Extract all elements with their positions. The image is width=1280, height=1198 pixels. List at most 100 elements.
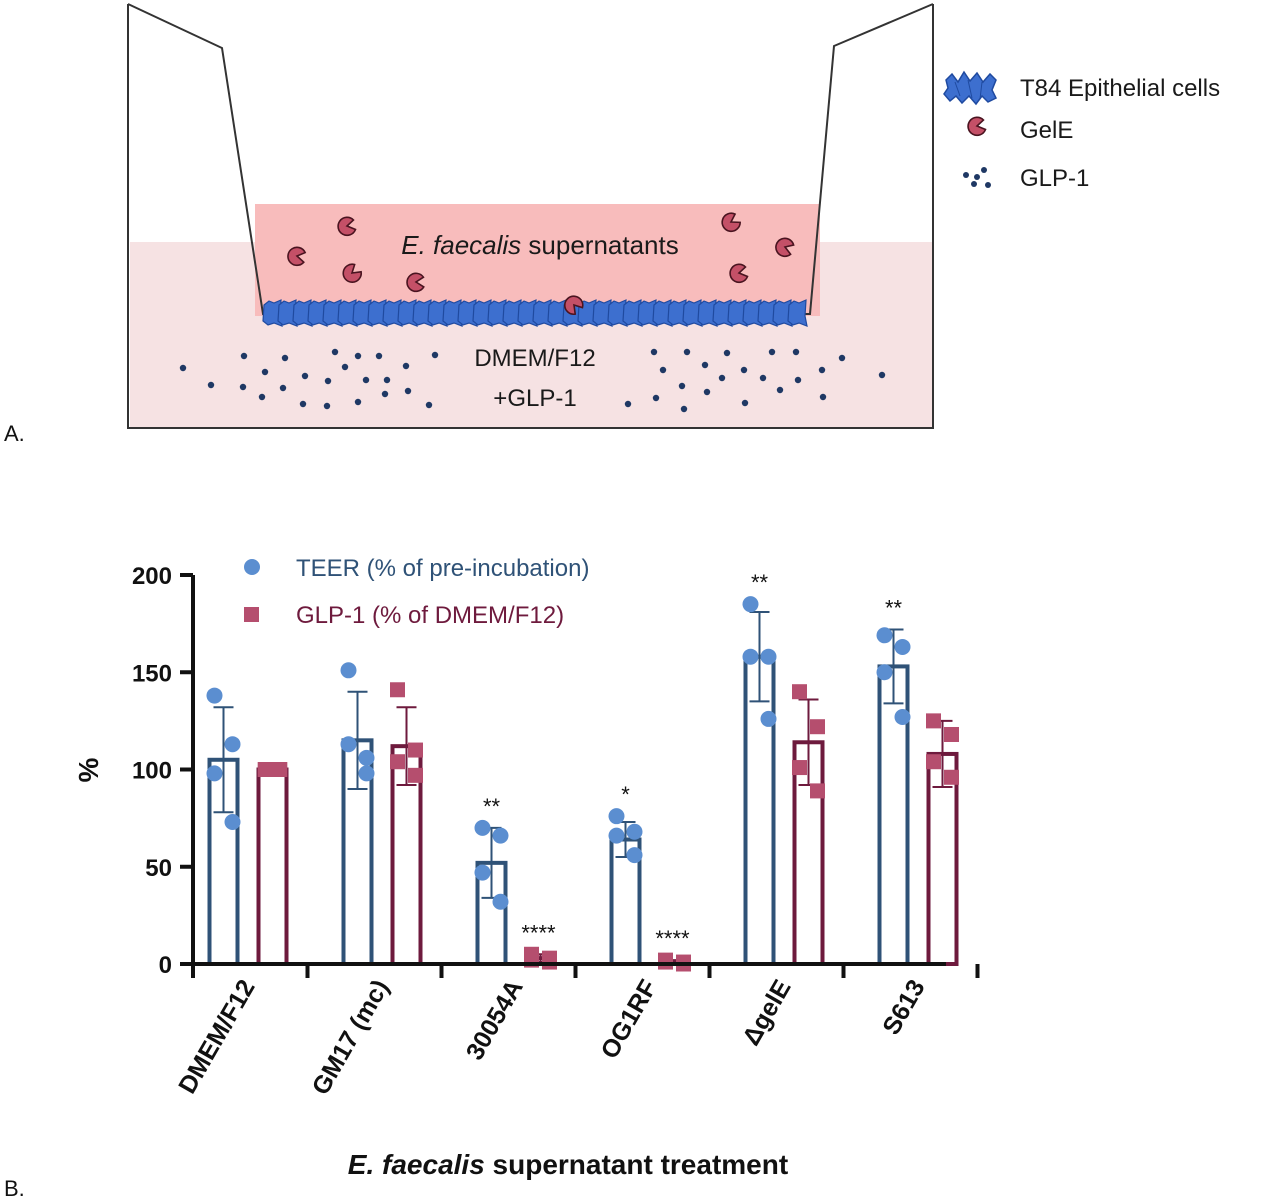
data-point-teer [474,819,491,836]
gele-pacman-icon [967,116,987,137]
y-tick-label: 0 [159,952,172,979]
legend-teer-marker [244,559,260,575]
gele-particle [729,263,749,284]
gele-particle [342,263,362,283]
lower-chamber-label-line1: DMEM/F12 [474,345,595,372]
glp1-dot [258,393,266,401]
glp1-dot [354,398,362,406]
data-point-teer [894,638,911,655]
error-bars-layer [213,610,953,965]
glp1-dot [703,388,711,396]
outer-well-outline [127,4,934,429]
gele-particle [775,237,795,258]
data-point-teer [474,864,491,881]
glp1-dot [741,399,749,407]
glp1-dot [701,361,709,369]
glp1-dot [776,386,784,394]
bar-teer [743,654,776,966]
glp1-dot [383,376,391,384]
upper-chamber-label: E. faecalis supernatants [401,230,679,260]
gele-particle [721,212,741,233]
data-point-teer [206,765,223,782]
data-point-teer [224,814,241,831]
data-point-glp1 [926,713,941,729]
glp1-dot [404,387,412,395]
data-point-teer [760,648,777,665]
legend-glp1-label: GLP-1 [1020,165,1089,192]
glp1-dot [301,372,309,380]
data-point-glp1 [944,769,959,785]
glp1-dot [838,354,846,362]
glp1-dot [624,400,632,408]
glp1-dot [683,348,691,356]
glp1-dot [794,376,802,384]
glp1-dot [323,402,331,410]
glp1-dot [375,352,383,360]
data-point-teer [492,893,509,910]
legend-epithelial-label: T84 Epithelial cells [1020,75,1220,102]
glp1-dot [759,374,767,382]
data-point-teer [358,765,375,782]
legend-gele-label: GelE [1020,117,1073,144]
glp1-dot [425,401,433,409]
data-point-glp1 [390,682,405,698]
significance-label: ** [885,595,903,620]
y-axis-ticks: 0 50 100 150 200 [132,563,193,979]
glp1-dot [279,384,287,392]
significance-label: **** [655,926,690,951]
significance-label: **** [521,920,556,945]
glp1-dot [740,366,748,374]
glp1-dot [650,348,658,356]
glp1-dot [281,354,289,362]
x-tick-label: 30054A [461,975,529,1065]
gele-particle [406,272,425,293]
data-point-glp1 [408,767,423,783]
significance-layer: *************** [483,570,903,951]
x-tick-label: DMEM/F12 [173,975,260,1098]
x-tick-label: OG1RF [595,975,662,1064]
glp1-dot [680,405,688,413]
y-tick-label: 100 [132,758,172,785]
glp1-dot [240,352,248,360]
glp1-dot [341,363,349,371]
glp1-dot [261,368,269,376]
glp1-dot [819,393,827,401]
data-point-glp1 [792,684,807,700]
data-point-teer [894,708,911,725]
y-tick-label: 200 [132,563,172,590]
schematic-legend: T84 Epithelial cells GelE GLP-1 [943,70,1220,192]
y-tick-label: 50 [145,855,172,882]
glp1-dot [678,382,686,390]
y-axis-label: % [73,757,104,782]
glp1-dot [207,381,215,389]
y-tick-label: 150 [132,660,172,687]
data-point-teer [876,627,893,644]
glp1-dot [354,352,362,360]
glp1-dot [179,364,187,372]
data-point-glp1 [257,762,273,777]
data-point-teer [492,827,509,844]
glp1-dot [818,366,826,374]
glp1-dot [331,348,339,356]
bars-layer [207,654,959,967]
gele-particle [287,246,307,267]
data-point-glp1 [810,783,825,799]
data-point-teer [358,749,375,766]
glp1-dot [768,348,776,356]
data-point-glp1 [272,762,288,777]
data-point-glp1 [926,754,941,770]
data-point-teer [626,823,643,840]
glp1-dot [324,377,332,385]
glp1-dot [792,348,800,356]
glp1-dots-icon [963,167,991,188]
x-tick-label: S613 [877,975,930,1040]
lower-chamber-label-line2: +GLP-1 [493,385,576,412]
chart-legend: TEER (% of pre-incubation) GLP-1 (% of D… [244,555,589,629]
data-point-teer [224,736,241,753]
glp1-dot [299,400,307,408]
data-point-teer [742,596,759,613]
data-point-teer [608,827,625,844]
gele-particle [564,295,584,315]
